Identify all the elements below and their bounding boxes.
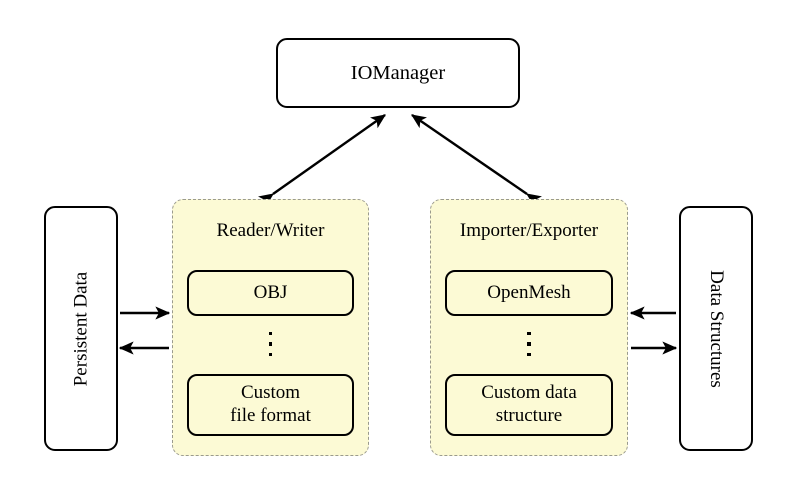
node-obj[interactable]: OBJ: [187, 270, 354, 316]
custom-file-format-label: Custom file format: [230, 382, 311, 428]
vertical-ellipsis-icon: [173, 332, 368, 357]
node-iomanager[interactable]: IOManager: [276, 38, 520, 108]
iomanager-label: IOManager: [350, 61, 446, 84]
group-reader-writer[interactable]: Reader/Writer OBJ Custom file format: [172, 199, 369, 456]
group-reader-writer-title: Reader/Writer: [216, 220, 325, 241]
openmesh-label: OpenMesh: [487, 281, 571, 303]
node-openmesh[interactable]: OpenMesh: [445, 270, 613, 316]
persistent-data-label: Persistent Data: [70, 271, 92, 386]
vertical-ellipsis-icon: [431, 332, 627, 357]
group-importer-exporter[interactable]: Importer/Exporter OpenMesh Custom data s…: [430, 199, 628, 456]
custom-file-format-line2: file format: [230, 405, 311, 426]
custom-file-format-line1: Custom: [240, 382, 301, 404]
arrow-importerexporter-iomanager: [411, 114, 542, 208]
custom-data-structure-line1: Custom data: [481, 382, 577, 404]
node-data-structures[interactable]: Data Structures: [679, 206, 753, 451]
group-importer-exporter-title: Importer/Exporter: [459, 220, 599, 241]
custom-data-structure-line2: structure: [495, 405, 563, 426]
node-persistent-data[interactable]: Persistent Data: [44, 206, 118, 451]
arrow-readerwriter-iomanager: [258, 114, 386, 208]
node-custom-data-structure[interactable]: Custom data structure: [445, 374, 613, 436]
data-structures-label: Data Structures: [706, 269, 727, 388]
custom-data-structure-label: Custom data structure: [481, 382, 577, 428]
node-custom-file-format[interactable]: Custom file format: [187, 374, 354, 436]
obj-label: OBJ: [253, 281, 288, 303]
